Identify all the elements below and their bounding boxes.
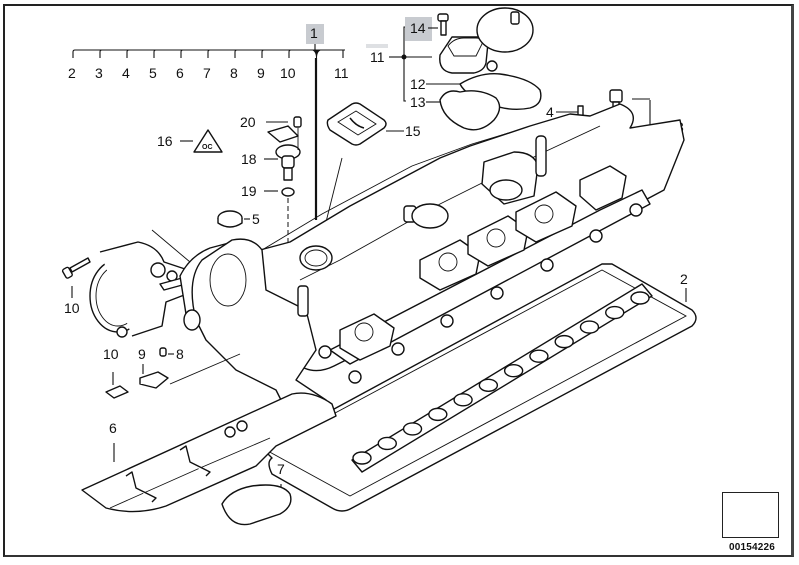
label-14[interactable]: 14	[410, 20, 426, 36]
label-2-top[interactable]: 2	[68, 65, 76, 81]
inner-gasket-2-icon[interactable]	[351, 283, 653, 473]
label-7[interactable]: 7	[277, 461, 285, 477]
screw-20-icon[interactable]	[293, 116, 302, 128]
label-12[interactable]: 12	[410, 76, 426, 92]
reference-box[interactable]	[722, 492, 779, 538]
label-20[interactable]: 20	[240, 114, 256, 130]
label-4-top[interactable]: 4	[122, 65, 130, 81]
warning-triangle-icon[interactable]: OC	[193, 129, 223, 153]
label-4[interactable]: 4	[546, 104, 554, 120]
bolt-14-icon[interactable]	[437, 13, 449, 36]
heat-shield-group: 6 7	[81, 392, 337, 526]
gasket-port-ring	[453, 393, 473, 407]
housing-cover-icon[interactable]	[439, 7, 534, 74]
cylinder-head-cover-icon[interactable]	[179, 103, 685, 441]
bracket-line	[72, 49, 345, 58]
label-19[interactable]: 19	[241, 183, 257, 199]
label-11-top[interactable]: 11	[334, 65, 349, 81]
label-8-top[interactable]: 8	[230, 65, 238, 81]
label-1[interactable]: 1	[310, 25, 318, 41]
label-8[interactable]: 8	[176, 346, 184, 362]
svg-text:OC: OC	[202, 144, 213, 151]
label-16[interactable]: 15	[405, 123, 421, 139]
gasket-2-group: 2	[261, 263, 697, 512]
label-6-top[interactable]: 6	[176, 65, 184, 81]
label-5-top[interactable]: 5	[149, 65, 157, 81]
label-6[interactable]: 6	[109, 420, 117, 436]
throttle-housing-icon[interactable]	[89, 241, 193, 338]
sub-assembly-11: 11 14 12 13	[366, 7, 542, 131]
gasket-port-ring	[402, 422, 423, 436]
label-15[interactable]: 10	[64, 300, 80, 316]
label-11-sub[interactable]: 11	[370, 49, 385, 65]
label-1-highlight	[306, 24, 324, 44]
oil-filler-cap-16-icon[interactable]	[326, 102, 387, 146]
gasket-port-ring	[478, 378, 499, 392]
gasket-port-ring	[529, 349, 549, 363]
label-10-top[interactable]: 10	[280, 65, 296, 81]
screw-15-icon[interactable]	[61, 257, 91, 279]
label-9-top[interactable]: 9	[257, 65, 265, 81]
label-17[interactable]: 18	[241, 151, 257, 167]
gasket-port-ring	[377, 436, 397, 451]
throttle-housing-group: 10	[61, 229, 193, 338]
heat-shield-6-icon[interactable]	[81, 392, 337, 513]
gasket-port-ring	[428, 407, 448, 422]
sensor-17-icon[interactable]	[267, 125, 301, 181]
label-7-top[interactable]: 7	[203, 65, 211, 81]
clip-plate-9-icon[interactable]	[139, 371, 169, 389]
gasket-port-ring	[579, 320, 600, 334]
screw-8-icon[interactable]	[159, 347, 167, 357]
small-parts-bottom-left: 10 9 8	[103, 346, 241, 399]
label-3-top[interactable]: 3	[95, 65, 103, 81]
gasket-port-ring	[503, 364, 524, 378]
gasket-port-ring	[554, 334, 574, 349]
label-9[interactable]: 9	[138, 346, 146, 362]
gasket-port-ring	[630, 291, 650, 305]
label-2[interactable]: 2	[680, 271, 688, 287]
spring-clip-10-icon[interactable]	[105, 385, 129, 399]
bracket-plate-7-icon[interactable]	[221, 484, 292, 526]
label-14-highlight	[405, 17, 432, 41]
inner-gasket-outline	[351, 283, 653, 473]
label-18[interactable]: 16	[157, 133, 173, 149]
label-13[interactable]: 13	[410, 94, 426, 110]
reference-number: 00154226	[728, 542, 776, 553]
label-5[interactable]: 5	[252, 211, 260, 227]
label-10[interactable]: 10	[103, 346, 119, 362]
gasket-port-ring	[352, 451, 372, 465]
bracket-ticks	[99, 49, 344, 58]
o-ring-19-icon[interactable]	[281, 187, 295, 197]
small-parts-left: 20 16 OC 18 19 5	[157, 102, 421, 270]
cap-5-icon[interactable]	[217, 210, 243, 228]
diagram-frame	[3, 4, 794, 557]
seal-13-icon[interactable]	[439, 90, 501, 131]
top-bracket: 1 2 3 4 5 6 7 8 9 10 11	[68, 24, 349, 220]
gasket-port-ring	[605, 305, 625, 320]
